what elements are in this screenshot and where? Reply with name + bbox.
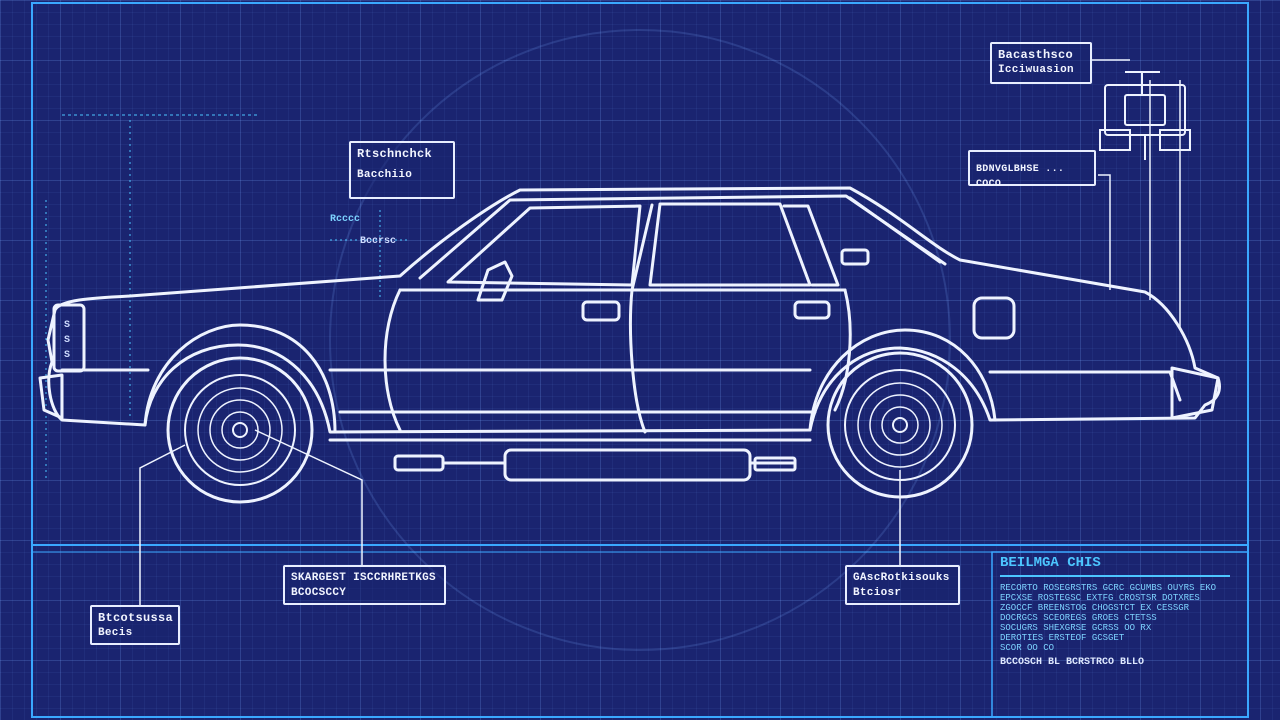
callout-top-right-title: Bacasthsco bbox=[998, 48, 1074, 62]
spec-line: SOCUGRS SHEXGRSE GCRSS OO RX bbox=[1000, 623, 1152, 633]
callout-bottom-left-title: Btcotsussa bbox=[98, 611, 174, 625]
front-wheel bbox=[166, 356, 314, 504]
dimension-lines bbox=[45, 114, 410, 480]
spec-line: DEROTIES ERSTEOF GCSGET bbox=[1000, 633, 1125, 643]
engine-detail bbox=[1099, 71, 1191, 160]
rear-bumper bbox=[1170, 366, 1220, 420]
front-window bbox=[446, 204, 642, 287]
door-label: Bccrsc bbox=[360, 236, 397, 247]
car-outline bbox=[38, 186, 1221, 482]
callout-top-right: Bacasthsco Icciwuasion bbox=[990, 42, 1092, 84]
callout-top-right-sub: Icciwuasion bbox=[998, 64, 1074, 76]
construction-circle bbox=[329, 29, 951, 651]
front-badge-line-2: S bbox=[64, 335, 71, 346]
spec-panel: BEILMGA CHIS RECORTO ROSEGRSTRS GCRC GCU… bbox=[1000, 555, 1240, 668]
spec-panel-title: BEILMGA CHIS bbox=[1000, 555, 1101, 571]
spec-panel-rule bbox=[1000, 575, 1230, 577]
b-pillar bbox=[629, 203, 654, 434]
front-door-handle bbox=[581, 300, 621, 322]
callout-right-mid-title: BDNVGLBHSE ... COCO bbox=[976, 164, 1065, 190]
callout-bottom-center: SKARGEST ISCCRHRETKGS BCOCSCCY bbox=[283, 565, 446, 605]
side-mirror bbox=[476, 260, 514, 302]
callout-upper-left-title: Rtschnchck bbox=[357, 147, 433, 161]
spec-panel-frame bbox=[991, 551, 1249, 718]
rear-window bbox=[648, 202, 812, 287]
exhaust-pipe-front bbox=[393, 454, 445, 472]
callout-bottom-left: Btcotsussa Becis bbox=[90, 605, 180, 645]
callout-bottom-center-title: SKARGEST ISCCRHRETKGS bbox=[291, 572, 436, 584]
front-rim bbox=[184, 374, 296, 486]
front-badge-line-1: S bbox=[64, 320, 71, 331]
muffler bbox=[503, 448, 752, 482]
rear-wheel-arch bbox=[808, 328, 997, 432]
front-hub bbox=[232, 422, 248, 438]
callout-bottom-center-sub: BCOCSCCY bbox=[291, 587, 347, 599]
spec-line: ZGOCCF BREENSTOG CHOGSTCT EX CESSGR bbox=[1000, 603, 1190, 613]
callout-bottom-right-sub: Btciosr bbox=[853, 587, 902, 599]
spec-line: SCOR OO CO bbox=[1000, 643, 1055, 653]
front-badge: S S S bbox=[64, 318, 70, 363]
spec-panel-footer: BCCOSCH BL BCRSTRCO BLLO bbox=[1000, 657, 1145, 668]
c-pillar bbox=[848, 196, 942, 264]
callout-bottom-right-title: GAscRotkisouks bbox=[853, 572, 950, 584]
callout-bottom-right: GAscRotkisouks Btciosr bbox=[845, 565, 960, 605]
rear-door-edge bbox=[833, 288, 852, 412]
callout-upper-left: Rtschnchck Bacchiio bbox=[349, 141, 455, 199]
spec-line: EPCXSE ROSTEGSC EXTFG CROSTSR DOTXRES bbox=[1000, 593, 1200, 603]
spec-line: RECORTO ROSEGRSTRS GCRC GCUMBS OUYRS EKO bbox=[1000, 583, 1217, 593]
callout-bottom-left-sub: Becis bbox=[98, 627, 133, 639]
callout-right-mid: BDNVGLBHSE ... COCO bbox=[968, 150, 1096, 190]
car-body bbox=[46, 186, 1221, 434]
rear-badge bbox=[840, 248, 870, 266]
exhaust-tail bbox=[753, 456, 797, 472]
leader-lines bbox=[139, 59, 1181, 605]
side-mark: Rcccc bbox=[330, 214, 361, 225]
fuel-door bbox=[972, 296, 1016, 340]
front-door-edge bbox=[383, 288, 402, 432]
rear-hub bbox=[892, 417, 908, 433]
front-tire bbox=[166, 356, 314, 504]
rear-crease bbox=[988, 370, 1182, 402]
rear-door-handle bbox=[793, 300, 831, 320]
sheet-frame bbox=[31, 2, 1249, 718]
spec-line: DOCRGCS SCEOREGS GROES CTETSS bbox=[1000, 613, 1157, 623]
headlight-grille bbox=[52, 303, 86, 373]
rear-quarter-window bbox=[782, 204, 840, 287]
front-badge-line-3: S bbox=[64, 350, 71, 361]
front-bumper bbox=[38, 373, 64, 420]
front-wheel-arch bbox=[143, 323, 337, 434]
callout-upper-left-sub: Bacchiio bbox=[357, 169, 413, 181]
